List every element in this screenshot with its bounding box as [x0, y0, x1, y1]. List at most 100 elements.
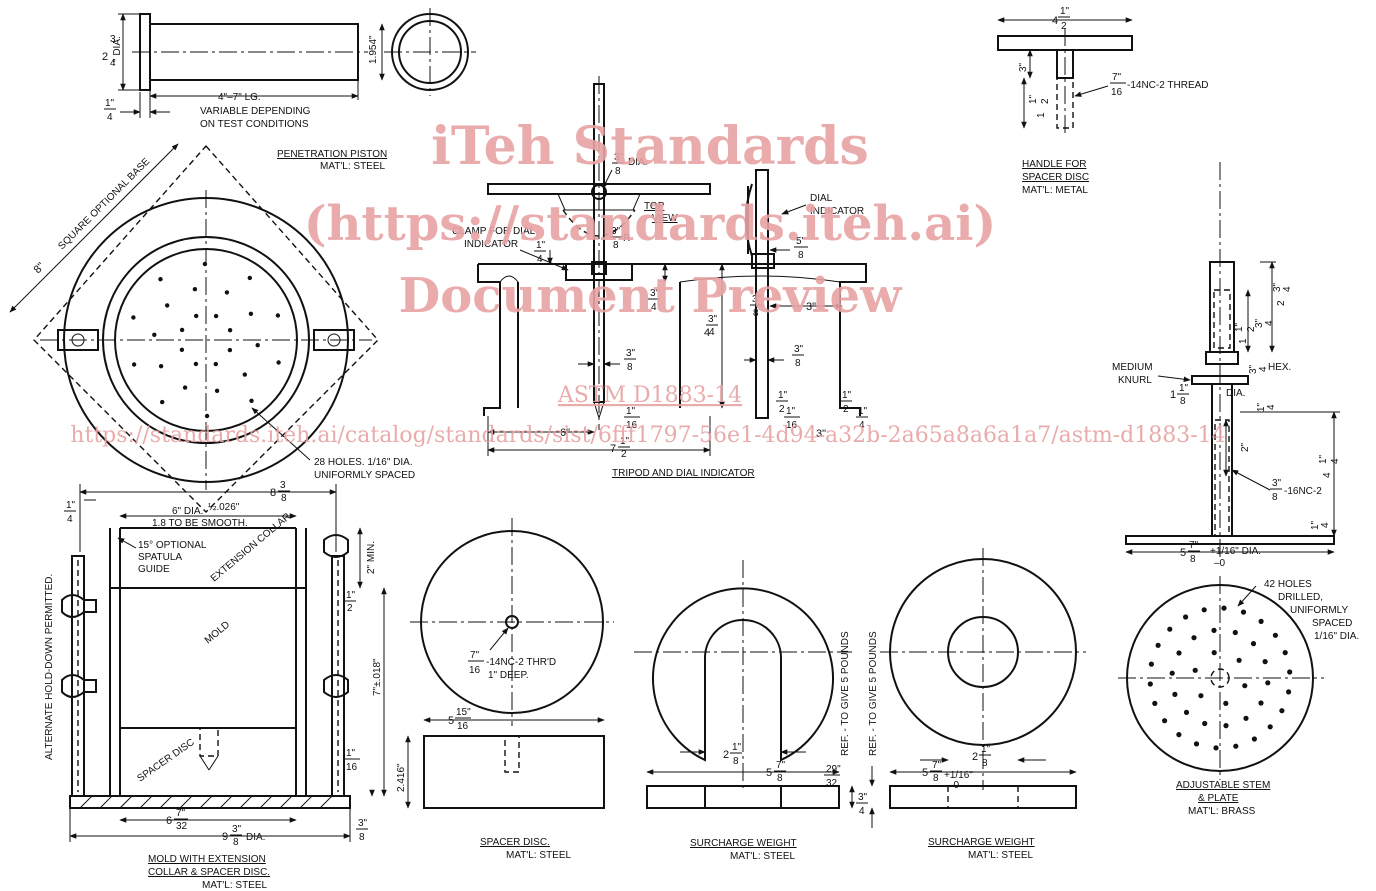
mold-d8-n: 3: [280, 480, 286, 491]
stem-dia-d: 8: [1180, 396, 1186, 407]
spacer-thread-d: 16: [469, 665, 481, 676]
piston-dia-1954: 1.954": [368, 35, 379, 64]
handle-thread: -14NC-2 THREAD: [1127, 80, 1209, 91]
mold-title-1: MOLD WITH EXTENSION: [148, 854, 266, 865]
base-hole: [179, 327, 185, 333]
plate-hole: [1243, 715, 1249, 721]
handle-width-w: 4: [1052, 15, 1058, 27]
mold-r116-d: 16: [346, 762, 358, 773]
tripod-r-label: R: [623, 233, 630, 244]
stem-q14-n: 1": [1256, 402, 1267, 412]
base-holes-group: [131, 261, 281, 419]
base-hole: [224, 290, 230, 295]
plate-hole: [1167, 626, 1173, 632]
tripod-q3-n: 3": [650, 288, 660, 299]
plate-hole: [1279, 708, 1285, 714]
stem-b14-d: 4: [1320, 522, 1331, 528]
base-hole: [275, 313, 281, 318]
base-hole: [179, 347, 185, 352]
handle-h3: 3": [1018, 62, 1029, 72]
mold-spatula-3: GUIDE: [138, 564, 170, 575]
handle-h-n: 1": [1028, 94, 1039, 104]
plate-hole: [1233, 743, 1239, 749]
base-hole: [182, 385, 188, 390]
tripod-top-view-1: TOP: [644, 201, 665, 212]
piston-title: PENETRATION PISTON: [277, 149, 387, 160]
tripod-clamp-2: INDICATOR: [464, 239, 518, 250]
annular-hole-d: 8: [982, 758, 988, 769]
plate-hole: [1286, 689, 1292, 695]
mold-d8-w: 8: [270, 487, 276, 499]
base-hole: [131, 362, 137, 367]
spacer-deep: 1" DEEP.: [488, 670, 529, 681]
mold-material: MAT'L: STEEL: [202, 880, 268, 891]
piston-material: MAT'L: STEEL: [320, 161, 386, 172]
plate-hole: [1236, 657, 1242, 663]
plate-hole: [1251, 736, 1257, 742]
plate-hole: [1162, 718, 1168, 724]
base-hole: [165, 303, 170, 308]
spacer-h: 2.416": [396, 763, 407, 792]
slotted-w-n: 7": [776, 760, 786, 771]
mold-spatula-2: SPATULA: [138, 552, 182, 563]
stem-d1-d: 2: [1246, 326, 1257, 332]
stem-thread: -16NC-2: [1284, 486, 1322, 497]
tripod-overall-n: 1": [620, 436, 630, 447]
plate-hole: [1242, 683, 1248, 689]
stem-d2-w: 2: [1276, 300, 1287, 306]
stem-dia-n: 1": [1179, 383, 1189, 394]
slotted-title: SURCHARGE WEIGHT: [690, 838, 797, 849]
plate-hole: [1211, 627, 1217, 634]
tripod-dial-1: DIAL: [810, 193, 833, 204]
slotted-slot-d: 8: [733, 756, 739, 767]
base-hole: [242, 372, 247, 377]
watermark: iTeh Standards (https://standards.iteh.a…: [70, 116, 1225, 448]
stem-d34-n: 3": [1254, 318, 1265, 328]
spacer-thread: -14NC-2 THR'D: [486, 657, 556, 668]
watermark-line-2: (https://standards.iteh.ai): [304, 196, 996, 252]
plate-hole: [1258, 618, 1264, 625]
tripod-r116-n: 1": [786, 406, 796, 417]
base-hole: [227, 347, 233, 353]
base-hole: [158, 277, 163, 282]
tripod-r-d: 8: [613, 240, 619, 251]
plate-hole: [1202, 720, 1208, 727]
adjustable-stem: 2 3" 4 1 1" 2 3" 4 3" 4 HEX. MEDIUM KNUR…: [1112, 162, 1359, 817]
base-square-label: SQUARE OPTIONAL BASE: [56, 156, 152, 252]
base-hole: [255, 343, 260, 348]
piston-variable-1: VARIABLE DEPENDING: [200, 106, 311, 117]
handle-width-d: 2: [1061, 21, 1067, 32]
mold-r38-d: 8: [359, 832, 365, 843]
handle-h-d: 2: [1040, 98, 1051, 104]
spacer-w-w: 5: [448, 715, 454, 727]
tripod-dia-38-d: 8: [615, 166, 621, 177]
stem-holes-2: DRILLED,: [1278, 592, 1323, 603]
slotted-w-d: 8: [777, 773, 783, 784]
annular-w-w: 5: [922, 767, 928, 779]
base-hole: [131, 315, 136, 320]
stem-d2-d: 4: [1282, 286, 1293, 292]
spacer-disc: 7" 16 -14NC-2 THR'D 1" DEEP. 5 15" 16 2.…: [396, 518, 614, 861]
mold-alt: ALTERNATE HOLD-DOWN PERMITTED.: [44, 574, 55, 760]
base-hole: [227, 328, 233, 333]
tripod-dial-2: INDICATOR: [810, 206, 864, 217]
stem-title-1: ADJUSTABLE STEM: [1176, 780, 1270, 791]
mold-frac-14-n: 1": [66, 500, 76, 511]
base-hole: [247, 275, 252, 281]
handle-h-w: 1: [1036, 112, 1047, 118]
tripod-five8-n: 5": [796, 236, 806, 247]
stem-d1-w: 1: [1238, 338, 1249, 344]
piston-dia-c: 4: [110, 58, 116, 69]
mold-b9-unit: DIA.: [246, 832, 265, 843]
spacer-w-d: 16: [457, 721, 469, 732]
tripod-six: 6": [560, 427, 570, 439]
mold-r12-d: 2: [347, 603, 353, 614]
plate-hole: [1211, 650, 1217, 656]
plate-hole: [1258, 700, 1264, 706]
spacer-handle: 4 1" 2 3" 1 1" 2 7" 16 -14NC-2 THREAD HA…: [997, 6, 1209, 196]
tripod-s38-n: 3": [626, 348, 636, 359]
piston-dia-unit: " DIA.: [112, 36, 123, 62]
stem-plate-tol: +1/16" DIA.: [1210, 546, 1261, 557]
base-hole: [204, 413, 210, 419]
mold-b7-n: 7": [176, 808, 186, 819]
